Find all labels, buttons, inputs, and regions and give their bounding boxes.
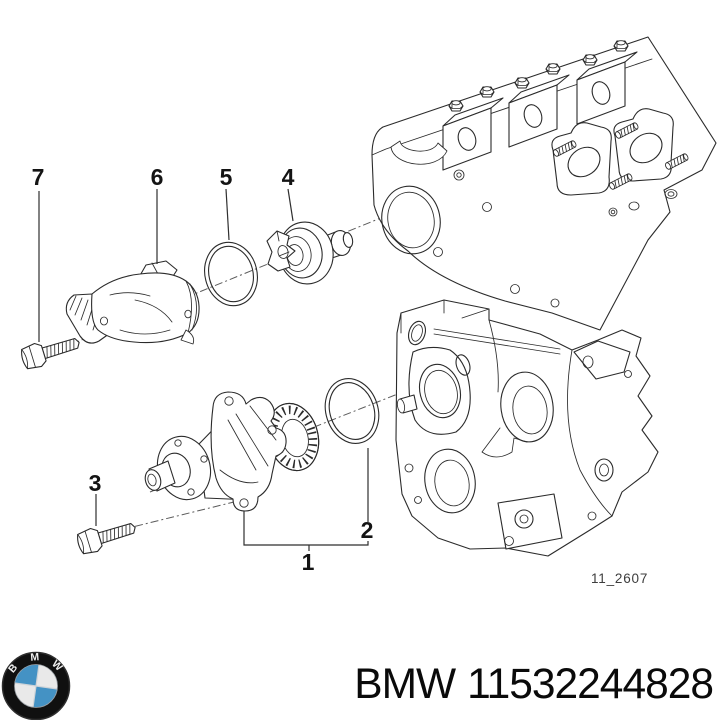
callout-1: 1 [302, 549, 315, 575]
exhaust-flange [551, 122, 612, 196]
thermostat-part-4 [266, 221, 354, 285]
brand-name: BMW [354, 661, 456, 708]
callout-5: 5 [220, 164, 233, 190]
callout-4: 4 [282, 164, 295, 190]
drawing-reference: 11_2607 [591, 571, 648, 586]
part-number: 11532244828 [467, 661, 714, 708]
water-pump-part-1 [144, 391, 320, 512]
o-ring-part-2 [324, 378, 380, 444]
thermostat-housing-part-6 [65, 260, 200, 345]
callout-labels: 7 6 5 4 3 1 2 [32, 164, 374, 575]
exploded-parts-diagram: 7 6 5 4 3 1 2 11_2607 [21, 36, 717, 586]
bmw-logo: B M W [1, 651, 71, 720]
engine-timing-case [395, 299, 659, 557]
o-ring-part-5 [204, 241, 258, 307]
logo-letter-m: M [30, 651, 40, 664]
engine-cylinder-head [371, 36, 717, 331]
bolt-part-7 [21, 337, 80, 370]
callout-6: 6 [151, 164, 164, 190]
bmw-roundel-icon: B M W [1, 651, 71, 720]
callout-7: 7 [32, 164, 45, 190]
callout-3: 3 [89, 470, 102, 496]
callout-2: 2 [361, 517, 374, 543]
bolt-part-3 [77, 522, 136, 555]
callout-leader-lines [38, 188, 369, 551]
